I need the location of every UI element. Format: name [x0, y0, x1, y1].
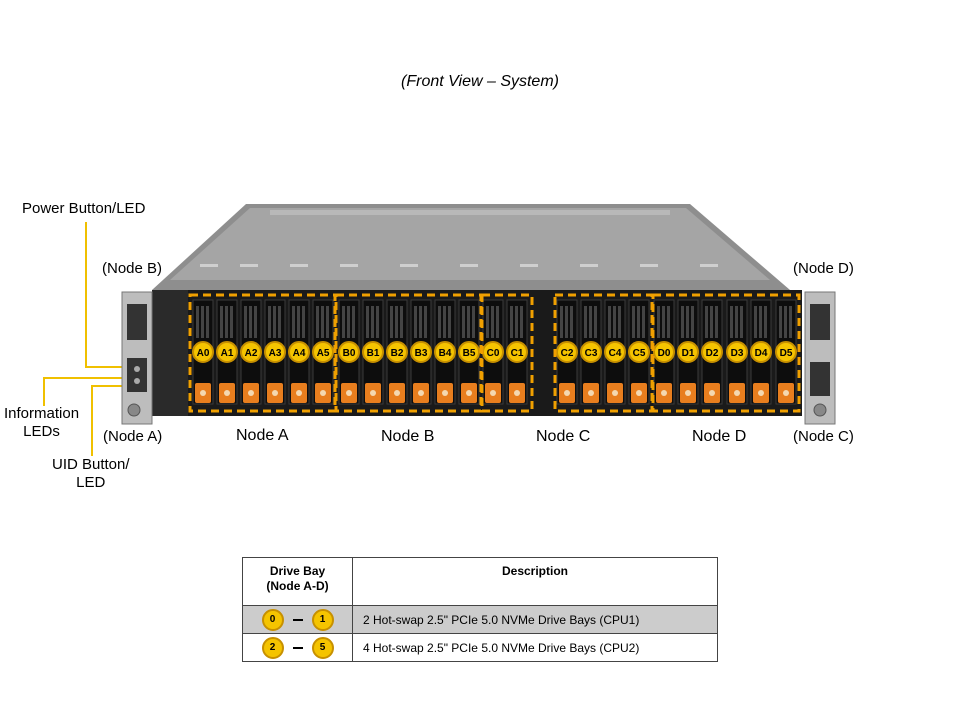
drive-bay-label: D5	[780, 348, 793, 359]
drive-bay-badge: D0	[653, 341, 675, 363]
drive-bay-badge: D4	[750, 341, 772, 363]
drive-bay-badge: C1	[506, 341, 528, 363]
node-c-label: Node C	[536, 428, 591, 445]
drive-bay-badge: A1	[216, 341, 238, 363]
node-c-right-callout: (Node C)	[793, 428, 854, 445]
legend-description: 2 Hot-swap 2.5" PCIe 5.0 NVMe Drive Bays…	[352, 605, 718, 634]
bay-number-badge: 5	[311, 636, 334, 659]
drive-bay-badge: C5	[628, 341, 650, 363]
server-chassis-illustration: A0 A1 A2 A3 A4 A5 B0 B1 B2 B3 B4 B5 C0 C1 C2 C3 C4 C5 D0 D1…	[43, 204, 836, 456]
drive-bay-badge: A3	[264, 341, 286, 363]
bay-number-badge: 0	[261, 608, 284, 631]
drive-bay-badge: B4	[434, 341, 456, 363]
drive-bay-badge: A2	[240, 341, 262, 363]
drive-bay-badge: C3	[580, 341, 602, 363]
figure-title: (Front View – System)	[401, 73, 559, 90]
drive-bay-badge: A0	[192, 341, 214, 363]
node-b-label: Node B	[381, 428, 435, 445]
drive-bay-label: B5	[463, 348, 476, 359]
legend-header-description: Description	[352, 557, 718, 606]
drive-bay-badge: C4	[604, 341, 626, 363]
drive-bay-label: D4	[755, 348, 768, 359]
legend-header-drive-bay: Drive Bay (Node A-D)	[242, 557, 353, 606]
node-d-right-callout: (Node D)	[793, 260, 854, 277]
drive-bay-label: B0	[343, 348, 356, 359]
drive-bay-label: C4	[609, 348, 622, 359]
drive-bay-label: D1	[682, 348, 695, 359]
drive-bay-label: A0	[197, 348, 210, 359]
drive-bay-label: C2	[561, 348, 574, 359]
information-leds-callout: Information LEDs	[4, 405, 80, 440]
drive-bay-badge: B3	[410, 341, 432, 363]
drive-bay-label: A4	[293, 348, 306, 359]
drive-bays: A0 A1 A2 A3 A4 A5 B0 B1 B2 B3 B4 B5 C0 C1 C2 C3 C4 C5 D0 D1…	[192, 299, 797, 405]
drive-bay-label: C0	[487, 348, 500, 359]
node-d-label: Node D	[692, 428, 747, 445]
bay-number-badge: 1	[311, 608, 334, 631]
node-highlight-boxes	[188, 293, 801, 413]
drive-bay-label: B4	[439, 348, 452, 359]
drive-bay-label: B3	[415, 348, 428, 359]
drive-bay-label: D0	[658, 348, 671, 359]
drive-bay-badge: C0	[482, 341, 504, 363]
bay-number-badge: 2	[261, 636, 284, 659]
drive-bay-badge: C2	[556, 341, 578, 363]
node-b-left-callout: (Node B)	[102, 260, 163, 277]
drive-bay-label: D2	[706, 348, 719, 359]
drive-bay-label: A1	[221, 348, 234, 359]
drive-bay-badge: B2	[386, 341, 408, 363]
drive-bay-label: C3	[585, 348, 598, 359]
drive-bay-label: C1	[511, 348, 524, 359]
node-a-label: Node A	[236, 427, 289, 444]
drive-bay-label: D3	[731, 348, 744, 359]
drive-bay-badge: D5	[775, 341, 797, 363]
uid-button-callout: UID Button/ LED	[52, 456, 130, 491]
node-a-left-callout: (Node A)	[103, 428, 163, 445]
legend-description: 4 Hot-swap 2.5" PCIe 5.0 NVMe Drive Bays…	[352, 633, 718, 662]
drive-bay-label: B2	[391, 348, 404, 359]
drive-bay-badge: D3	[726, 341, 748, 363]
drive-bay-label: A5	[317, 348, 330, 359]
drive-bay-badge: A5	[312, 341, 334, 363]
drive-bay-badge: D1	[677, 341, 699, 363]
drive-bay-label: C5	[633, 348, 646, 359]
drive-bay-badge: B5	[458, 341, 480, 363]
drive-bay-badge: B1	[362, 341, 384, 363]
drive-bay-label: B1	[367, 348, 380, 359]
drive-bay-badge: A4	[288, 341, 310, 363]
callout-lines	[43, 222, 130, 456]
drive-bay-badge: D2	[701, 341, 723, 363]
drive-bay-label: A3	[269, 348, 282, 359]
power-button-callout: Power Button/LED	[22, 200, 146, 217]
drive-bay-label: A2	[245, 348, 258, 359]
drive-bay-badge: B0	[338, 341, 360, 363]
